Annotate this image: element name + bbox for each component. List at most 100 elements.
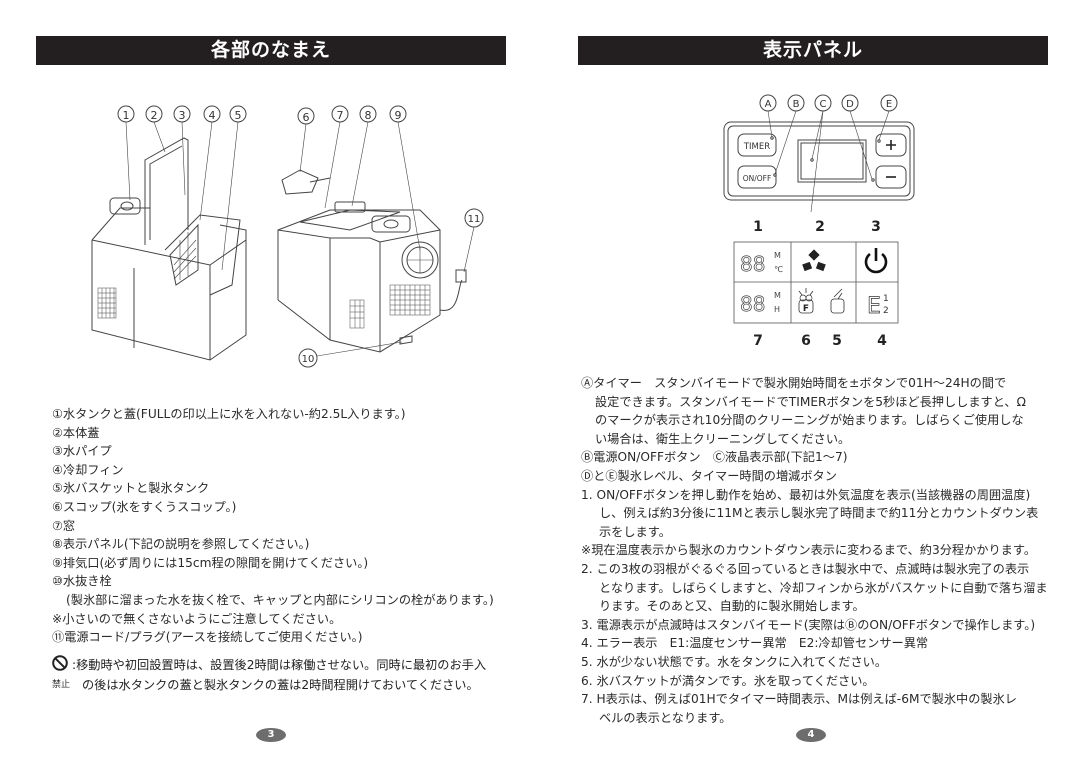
warning-line-1: :移動時や初回設置時は、設置後2時間は稼働させない。同時に最初のお手入 — [72, 658, 487, 672]
svg-text:11: 11 — [468, 214, 481, 225]
lcd-temp-segment: 88 M ℃ — [740, 251, 783, 276]
callout-5: 5 — [229, 105, 247, 123]
svg-text:H: H — [774, 305, 780, 314]
prohibited-icon — [52, 655, 68, 671]
page-title: 表示パネル — [578, 36, 1048, 65]
callout-6: 6 — [297, 107, 315, 125]
description-line: 3. 電源表示が点滅時はスタンバイモード(実際はⒷのON/OFFボタンで操作しま… — [581, 617, 1036, 632]
warning-text: :移動時や初回設置時は、設置後2時間は稼働させない。同時に最初のお手入 の後は水… — [72, 655, 486, 695]
svg-text:5: 5 — [235, 109, 242, 122]
description-line: 6. 氷バスケットが満タンです。氷を取ってください。 — [581, 673, 875, 688]
callout-4: 4 — [203, 105, 221, 123]
description-line: となります。しばらくしますと、冷却フィンから氷がバスケットに自動で落ち溜ま — [599, 580, 1048, 595]
plus-button[interactable] — [875, 133, 907, 157]
callout-c: C — [814, 94, 832, 112]
svg-text:D: D — [846, 99, 854, 110]
low-water-icon — [830, 288, 845, 314]
callout-a: A — [759, 94, 777, 112]
lcd-label-3: 3 — [871, 219, 881, 235]
svg-text:3: 3 — [179, 109, 186, 122]
description-line: 5. 水が少ない状態です。水をタンクに入れてください。 — [581, 654, 888, 669]
part-item: ①水タンクと蓋(FULLの印以上に水を入れない-約2.5L入ります。) — [52, 407, 406, 421]
warning-line-2: の後は水タンクの蓋と製氷タンクの蓋は2時間程開けておいてください。 — [82, 678, 479, 692]
callout-3: 3 — [173, 105, 191, 123]
description-line: 4. エラー表示 E1:温度センサー異常 E2:冷却管センサー異常 — [581, 636, 929, 651]
error-code-indicator: E 1 2 — [867, 294, 889, 320]
svg-text:M: M — [774, 251, 781, 260]
lcd-label-2: 2 — [815, 219, 825, 235]
svg-text:6: 6 — [303, 111, 310, 124]
svg-text:TIMER: TIMER — [743, 142, 770, 152]
description-line: Ⓐタイマー スタンバイモードで製氷開始時間を±ボタンで01H〜24Hの間で — [581, 376, 1007, 390]
lcd-timer-segment: 88 M H — [740, 291, 781, 316]
svg-text:ON/OFF: ON/OFF — [743, 174, 772, 183]
callout-2: 2 — [145, 105, 163, 123]
callout-1: 1 — [117, 105, 135, 123]
callout-8: 8 — [359, 105, 377, 123]
lcd-label-5: 5 — [832, 333, 842, 349]
part-item: ⑦窓 — [52, 518, 76, 533]
part-item: ⑥スコップ(氷をすくうスコップ。) — [52, 499, 237, 514]
left-page: 各部のなまえ 1 2 3 4 5 6 7 8 9 11 10 — [36, 36, 506, 742]
svg-text:88: 88 — [740, 292, 765, 316]
page-number: 4 — [796, 728, 826, 742]
svg-text:2: 2 — [151, 109, 158, 122]
part-item: ⑤氷バスケットと製氷タンク — [52, 481, 210, 496]
svg-text:1: 1 — [883, 294, 889, 304]
part-item: ④冷却フィン — [52, 462, 124, 477]
svg-text:88: 88 — [740, 252, 765, 276]
part-item: ⑧表示パネル(下記の説明を参照してください。) — [52, 537, 310, 552]
control-panel-diagram: A B C D E TIMER ON/OFF — [723, 94, 915, 212]
svg-text:10: 10 — [302, 354, 315, 365]
timer-button[interactable]: TIMER — [737, 133, 777, 157]
description-line: 7. H表示は、例えば01Hでタイマー時間表示、Mは例えば-6Mで製氷中の製氷レ — [581, 692, 1017, 707]
svg-text:M: M — [774, 291, 781, 300]
part-item: ⑩水抜き栓 — [52, 574, 112, 589]
svg-text:9: 9 — [395, 109, 402, 122]
callout-11: 11 — [464, 208, 484, 228]
svg-text:2: 2 — [883, 306, 889, 316]
minus-button[interactable] — [875, 165, 907, 189]
description-line: 示をします。 — [599, 524, 671, 539]
description-line: ⒹとⒺ製氷レベル、タイマー時間の増減ボタン — [581, 468, 837, 483]
svg-text:℃: ℃ — [774, 265, 783, 274]
description-line: 2. この3枚の羽根がぐるぐる回っているときは製氷中で、点滅時は製氷完了の表示 — [581, 561, 1030, 576]
part-item-note: ※小さいので無くさないようにご注意してください。 — [52, 611, 342, 626]
description-line: Ⓑ電源ON/OFFボタン Ⓒ液晶表示部(下記1〜7) — [581, 450, 848, 465]
part-item: ⑪電源コード/プラグ(アースを接続してご使用ください。) — [52, 630, 363, 645]
part-item: ②本体蓋 — [52, 425, 100, 440]
description-line: 設定できます。スタンバイモードでTIMERボタンを5秒ほど長押ししますと、Ω — [595, 394, 1026, 409]
page-number: 3 — [256, 728, 286, 742]
description-line: のマークが表示され10分間のクリーニングが始まります。しばらくご使用しな — [595, 413, 1024, 428]
part-item: ⑨排気口(必ず周りには15cm程の隙間を開けてください。) — [52, 555, 369, 570]
page-title: 各部のなまえ — [36, 36, 506, 65]
svg-text:1: 1 — [123, 109, 130, 122]
svg-text:B: B — [793, 99, 800, 110]
lcd-display-diagram: 1 2 3 7 6 5 4 88 M ℃ — [730, 215, 910, 350]
svg-text:8: 8 — [365, 109, 372, 122]
prohibited-label: 禁止 — [52, 680, 71, 690]
svg-text:A: A — [765, 99, 772, 110]
description-line: い場合は、衛生上クリーニングしてください。 — [595, 431, 851, 446]
fan-blades-icon — [802, 249, 826, 272]
description-line: し、例えば約3分後に11Mと表示し製氷完了時間まで約11分とカウントダウン表 — [599, 506, 1039, 521]
lcd-label-1: 1 — [753, 219, 763, 235]
ice-full-icon: F — [798, 288, 814, 314]
lcd-label-6: 6 — [801, 333, 811, 349]
onoff-button[interactable]: ON/OFF — [737, 165, 777, 189]
callout-9: 9 — [389, 105, 407, 123]
description-line: 1. ON/OFFボタンを押し動作を始め、最初は外気温度を表示(当該機器の周囲温… — [581, 487, 1031, 502]
callout-e: E — [880, 94, 898, 112]
callout-7: 7 — [331, 105, 349, 123]
svg-text:C: C — [820, 99, 827, 110]
svg-text:7: 7 — [337, 109, 344, 122]
parts-list: ①水タンクと蓋(FULLの印以上に水を入れない-約2.5L入ります。) ②本体蓋… — [52, 405, 494, 647]
callout-10: 10 — [298, 348, 318, 368]
callout-b: B — [787, 94, 805, 112]
svg-text:E: E — [886, 99, 892, 110]
description-line: ベルの表示となります。 — [599, 710, 732, 725]
right-page: 表示パネル A B C D E TIMER ON/OFF — [540, 0, 1080, 767]
lcd-label-7: 7 — [753, 333, 763, 349]
callout-d: D — [841, 94, 859, 112]
panel-descriptions: Ⓐタイマー スタンバイモードで製氷開始時間を±ボタンで01H〜24Hの間で 設定… — [581, 374, 1048, 727]
